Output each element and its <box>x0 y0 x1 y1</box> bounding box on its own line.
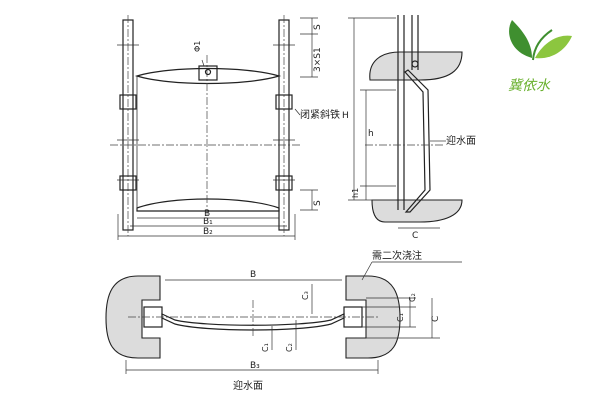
plan-c1-bottom-label: C₁ <box>261 343 270 352</box>
front-s-top-label: S <box>313 24 323 30</box>
logo-sprout-icon <box>532 29 553 61</box>
wedge-block-right-lower <box>275 175 293 191</box>
secondary-grout-label: 需二次浇注 <box>372 249 422 262</box>
wedge-block-left-upper <box>119 94 137 110</box>
plan-c2-right-label: C₂ <box>408 293 417 302</box>
front-phi1-label: Φ1 <box>193 41 202 52</box>
side-c-label: C <box>412 231 418 241</box>
logo: 冀依水 <box>508 20 572 94</box>
front-b-label: B <box>204 209 210 219</box>
plan-c-label: C <box>431 316 441 322</box>
front-s-bottom-label: S <box>313 200 323 206</box>
plan-gate-leaf <box>161 313 345 331</box>
lifting-pin-icon <box>204 68 212 76</box>
plan-c1-right-label: C₁ <box>396 313 405 322</box>
side-h-label: h <box>368 129 374 139</box>
plan-view: B 需二次浇注 C₃ C₁ C₂ C C₁ C₂ B₃ 迎水面 <box>105 249 462 392</box>
plan-c2-bottom-label: C₂ <box>285 343 294 352</box>
logo-leaf-left-icon <box>509 20 532 58</box>
side-h1-label: h1 <box>351 188 360 198</box>
closing-wedge-label: 闭紧斜铁 <box>300 108 340 121</box>
plan-upstream-label: 迎水面 <box>233 380 263 392</box>
logo-leaf-right-icon <box>535 35 572 59</box>
front-3xs1-label: 3×S1 <box>313 47 323 72</box>
side-upstream-label: 迎水面 <box>446 135 476 147</box>
plan-c3-label: C₃ <box>301 291 310 300</box>
side-view: H h h1 C 迎水面 <box>342 15 476 241</box>
side-h-total-label: H <box>342 111 349 121</box>
plan-b3-label: B₃ <box>250 361 260 371</box>
front-b1-label: B₁ <box>203 217 213 227</box>
logo-text: 冀依水 <box>508 78 551 94</box>
side-concrete-top <box>369 51 463 81</box>
lifting-lug <box>198 65 218 81</box>
anchor-bolts <box>117 44 295 181</box>
side-concrete-bottom <box>371 199 463 223</box>
wedge-block-right-upper <box>275 94 293 110</box>
side-gate-leaf <box>404 69 431 213</box>
front-view: Φ1 S 3×S1 闭紧斜铁 S B B₁ B₂ <box>110 15 340 240</box>
gate-leaf-top <box>134 67 282 85</box>
front-b2-label: B₂ <box>203 227 213 237</box>
plan-b-label: B <box>250 270 256 280</box>
wedge-block-left-lower <box>119 175 137 191</box>
side-pivot-icon <box>411 60 419 68</box>
